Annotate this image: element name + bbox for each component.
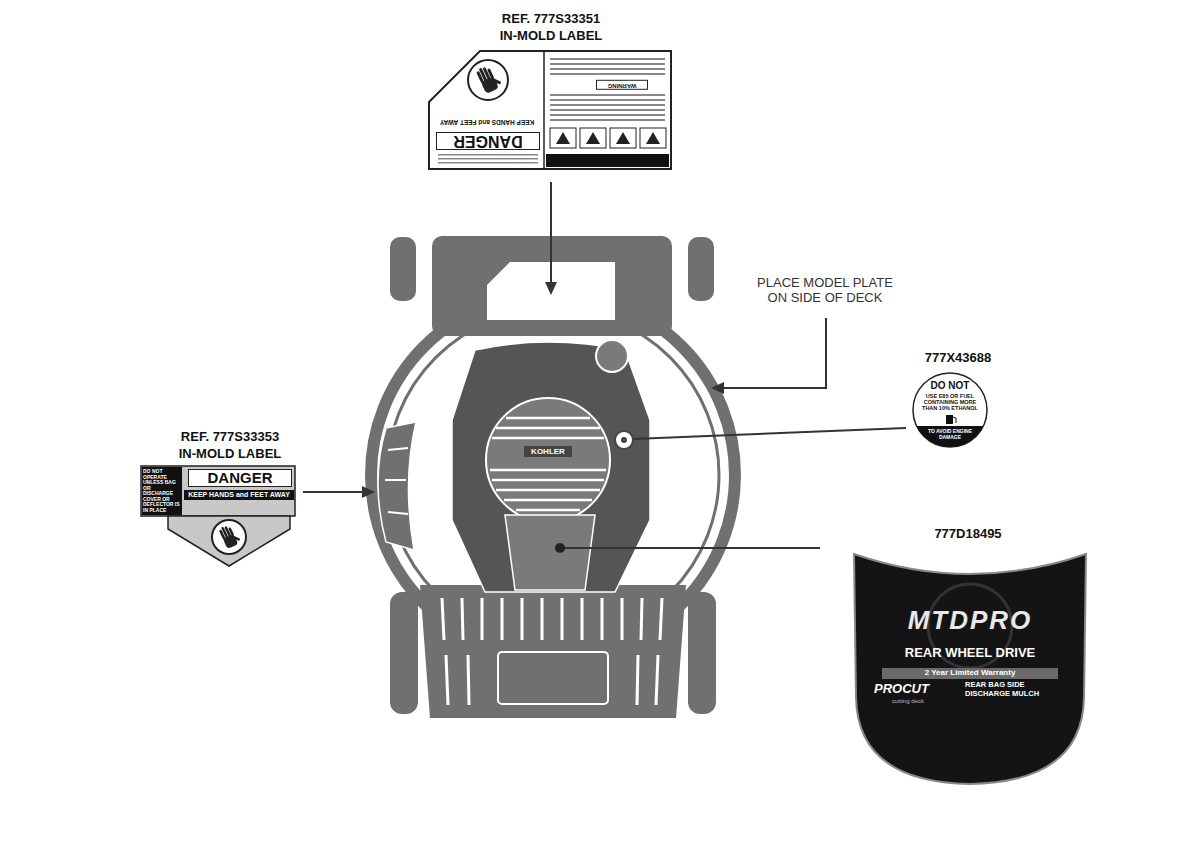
arrowhead	[711, 382, 724, 394]
icon-circle	[468, 60, 508, 100]
label-band	[917, 426, 984, 447]
engine-shroud-front	[505, 515, 595, 590]
fine-print	[550, 73, 665, 75]
label-text: REAR WHEEL DRIVE	[866, 646, 1074, 661]
pictogram	[646, 132, 660, 144]
label-outline	[913, 373, 987, 447]
label-outline	[854, 554, 1086, 784]
fine-print	[438, 154, 538, 156]
label-text: cutting deck	[892, 698, 962, 705]
wheel	[390, 237, 416, 301]
part-number: REF. 777S33353	[150, 430, 310, 445]
fuel-icon	[946, 415, 953, 424]
recoil-grille	[490, 418, 606, 510]
hand-icon	[475, 62, 503, 93]
part-number: 777X43688	[898, 351, 1018, 366]
leader-line	[550, 182, 552, 284]
chute-rib	[385, 479, 406, 481]
fine-print	[550, 114, 665, 116]
pictogram	[616, 132, 630, 144]
part-number: REF. 777S33351	[471, 12, 631, 27]
divider	[543, 51, 545, 169]
bumper-handle	[498, 652, 608, 704]
instruction-note: PLACE MODEL PLATE ON SIDE OF DECK	[749, 276, 901, 306]
fine-print	[550, 58, 665, 60]
label-text: KEEP HANDS and FEET AWAY	[432, 119, 542, 126]
engine-body	[452, 342, 650, 592]
pictogram	[586, 132, 600, 144]
pictogram-box	[550, 128, 576, 148]
recoil-cover	[486, 398, 610, 522]
fine-print	[438, 158, 538, 160]
fuel-icon	[953, 417, 956, 423]
label-shape	[428, 50, 672, 170]
bumper-slots	[442, 598, 662, 705]
leader-line	[560, 547, 820, 549]
label-text: DO NOT	[925, 380, 975, 391]
pictogram-box	[610, 128, 636, 148]
arrowhead	[362, 486, 375, 498]
label-text: DO NOT OPERATE UNLESS BAG OR DISCHARGE C…	[143, 469, 181, 513]
front-bumper	[420, 585, 686, 718]
fine-print	[550, 68, 665, 70]
icon-circle	[212, 520, 246, 554]
pictogram-box	[580, 128, 606, 148]
engine-brand: KOHLER	[524, 446, 572, 457]
fine-print	[550, 99, 665, 101]
leader-dot	[621, 437, 627, 443]
fine-print	[550, 104, 665, 106]
label-outline	[168, 516, 290, 566]
label-text: DANGER	[436, 132, 540, 150]
label-text: MTDPRO	[882, 606, 1058, 636]
leader-line	[722, 318, 826, 388]
front-section	[420, 585, 686, 718]
danger-label-top: DANGER KEEP HANDS and FEET AWAY WARNING	[428, 50, 672, 170]
leader-dot	[555, 543, 565, 553]
label-outline	[429, 51, 671, 169]
label-text: KEEP HANDS and FEET AWAY	[184, 490, 294, 500]
label-text: REAR BAG SIDE DISCHARGE MULCH	[965, 681, 1049, 698]
pictogram	[556, 132, 570, 144]
wheel	[390, 592, 418, 714]
label-text: TO AVOID ENGINE DAMAGE	[924, 429, 976, 440]
leaders	[303, 182, 906, 553]
chute-rib	[388, 512, 408, 514]
wheel	[688, 592, 716, 714]
warning-panel	[142, 467, 182, 515]
fine-print	[550, 119, 665, 121]
fine-print	[550, 94, 665, 96]
chute-rib	[388, 448, 408, 450]
label-outline	[141, 466, 295, 516]
leader-line	[633, 428, 906, 439]
hand-icon	[218, 522, 242, 549]
label-text: DANGER	[188, 469, 292, 487]
fine-print	[438, 162, 538, 164]
engine	[452, 340, 650, 592]
label-text: WARNING	[596, 80, 648, 90]
pictogram-box	[640, 128, 666, 148]
label-text: PROCUT	[874, 682, 954, 697]
fine-print	[550, 63, 665, 65]
danger-bar	[546, 154, 669, 167]
engine-cover-decal: MTDPRO REAR WHEEL DRIVE 2 Year Limited War…	[852, 548, 1088, 786]
danger-label-left: DO NOT OPERATE UNLESS BAG OR DISCHARGE C…	[140, 465, 296, 567]
part-type: IN-MOLD LABEL	[471, 29, 631, 44]
wheel	[688, 237, 714, 301]
front-wheels	[390, 592, 716, 714]
leader-line	[303, 491, 364, 493]
label-shape	[852, 548, 1088, 786]
fine-print	[550, 109, 665, 111]
label-text: USE E85 OR FUEL CONTAINING MORE THAN 10%…	[921, 393, 979, 411]
oil-fill-target	[615, 431, 633, 449]
part-number: 777D18495	[908, 527, 1028, 542]
part-type: IN-MOLD LABEL	[150, 447, 310, 462]
arrowhead	[545, 282, 557, 295]
label-text: 2 Year Limited Warranty	[882, 668, 1058, 679]
fuel-warning-decal: DO NOT USE E85 OR FUEL CONTAINING MORE TH…	[912, 372, 988, 448]
chute	[378, 422, 416, 550]
fuel-cap	[596, 340, 628, 372]
discharge-chute	[378, 422, 416, 550]
